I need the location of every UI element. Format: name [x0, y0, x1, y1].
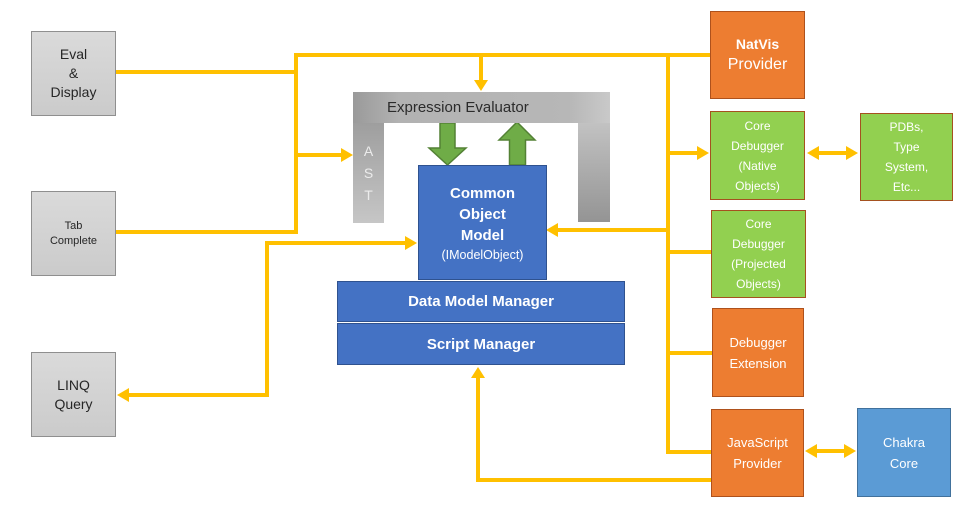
green-arrow-down-icon	[427, 122, 468, 167]
connector-to-ast	[294, 153, 341, 157]
arrowhead-native-pdbs-left	[807, 146, 819, 160]
arrowhead-into-com-left	[405, 236, 417, 250]
natvis-provider-box: NatVis Provider	[710, 11, 805, 99]
common-object-model-box: Common Object Model (IModelObject)	[418, 165, 547, 280]
natvis-subtitle: Provider	[727, 56, 788, 73]
tab-complete-label: Tab Complete	[49, 219, 98, 247]
expression-evaluator-label: Expression Evaluator	[387, 99, 529, 116]
arrowhead-into-com-right	[546, 223, 558, 237]
connector-tabcomplete-out	[116, 230, 298, 234]
linq-query-box: LINQ Query	[31, 352, 116, 437]
debugger-extension-label: Debugger Extension	[729, 334, 787, 371]
connector-up-to-script-manager	[476, 376, 480, 482]
script-manager-box: Script Manager	[337, 323, 625, 365]
natvis-title: NatVis	[735, 36, 780, 52]
arrowhead-into-linq	[117, 388, 129, 402]
script-manager-label: Script Manager	[426, 335, 536, 353]
core-debugger-native-label: Core Debugger (Native Objects)	[731, 118, 784, 193]
connector-to-core-native	[666, 151, 699, 155]
connector-linq-trunk	[265, 241, 269, 397]
eval-display-label: Eval & Display	[50, 46, 97, 100]
expression-evaluator-bar: Expression Evaluator	[353, 92, 610, 123]
ast-column: A S T	[353, 123, 384, 223]
arrowhead-into-evaluator	[474, 80, 488, 91]
javascript-provider-label: JavaScript Provider	[727, 435, 788, 471]
common-object-model-title: Common Object Model	[450, 185, 515, 244]
evaluator-right-column	[578, 123, 610, 222]
arrowhead-into-core-native	[697, 146, 709, 160]
pdbs-type-system-box: PDBs, Type System, Etc...	[860, 113, 953, 201]
core-debugger-native-box: Core Debugger (Native Objects)	[710, 111, 805, 200]
connector-to-debugger-extension	[666, 351, 714, 355]
arrowhead-into-ast	[341, 148, 353, 162]
pdbs-type-system-label: PDBs, Type System, Etc...	[884, 120, 929, 194]
chakra-core-label: Chakra Core	[883, 434, 925, 471]
connector-jsprovider-to-script	[476, 478, 711, 482]
connector-js-chakra	[815, 449, 845, 453]
core-debugger-projected-label: Core Debugger (Projected Objects)	[731, 217, 786, 291]
core-debugger-projected-box: Core Debugger (Projected Objects)	[711, 210, 806, 298]
green-arrow-up-icon	[497, 120, 537, 166]
debugger-extension-box: Debugger Extension	[712, 308, 804, 397]
linq-query-label: LINQ Query	[54, 376, 93, 412]
data-model-manager-label: Data Model Manager	[408, 293, 554, 310]
chakra-core-box: Chakra Core	[857, 408, 951, 497]
ast-label: A S T	[363, 143, 374, 203]
arrowhead-native-pdbs-right	[846, 146, 858, 160]
javascript-provider-box: JavaScript Provider	[711, 409, 804, 497]
arrowhead-into-script-manager	[471, 367, 485, 378]
arrowhead-js-chakra-right	[844, 444, 856, 458]
eval-display-box: Eval & Display	[31, 31, 116, 116]
connector-native-pdbs	[817, 151, 847, 155]
connector-to-javascript-provider	[666, 450, 713, 454]
imodelobject-label: (IModelObject)	[441, 248, 524, 262]
tab-complete-box: Tab Complete	[31, 191, 116, 276]
connector-eval-out	[116, 70, 298, 74]
connector-into-linq	[129, 393, 269, 397]
connector-into-com-right	[556, 228, 670, 232]
connector-to-core-projected	[666, 250, 713, 254]
arrowhead-js-chakra-left	[805, 444, 817, 458]
connector-left-trunk	[294, 53, 298, 234]
connector-drop-to-evaluator	[479, 53, 483, 83]
connector-into-com-left	[265, 241, 405, 245]
data-model-manager-box: Data Model Manager	[337, 281, 625, 322]
connector-top-to-natvis	[294, 53, 710, 57]
